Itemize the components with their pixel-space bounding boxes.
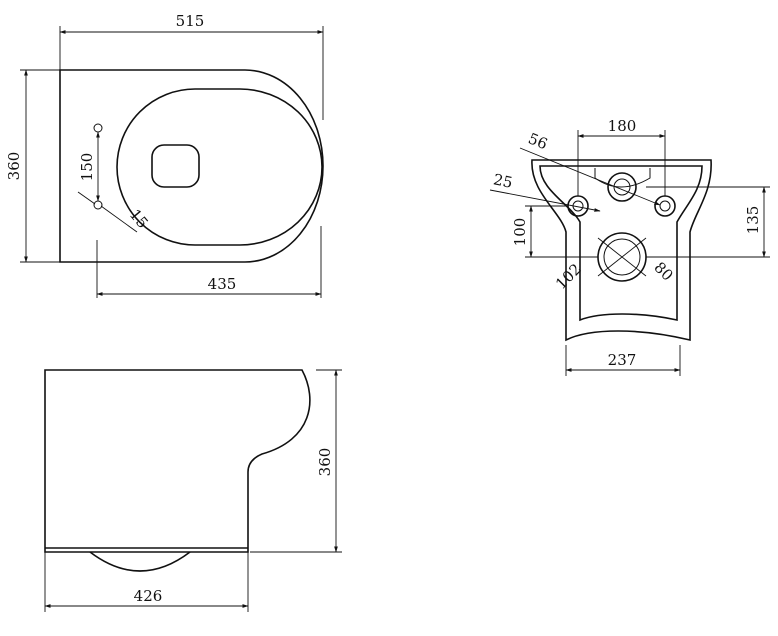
rear-view-recess <box>594 168 651 188</box>
side-view-base-curve <box>89 551 191 572</box>
dim-fixing-hole-leader-b <box>100 205 138 233</box>
outlet-cross-b <box>597 237 647 277</box>
dim-overall-width: 515 <box>176 12 205 30</box>
fixing-hole-lower <box>93 200 103 210</box>
fixing-hole-upper <box>93 123 103 133</box>
dim-inlet-height: 100 <box>511 218 529 247</box>
top-view-bowl-rim <box>116 88 323 246</box>
dim-outlet-outer: 80 <box>650 258 676 284</box>
dim-side-height: 360 <box>316 448 334 477</box>
dim-fixing-hole-leader-a <box>77 191 96 205</box>
dim-side-depth: 426 <box>134 587 163 605</box>
top-view: 515 360 150 15 435 <box>5 12 324 298</box>
rear-view-outline <box>531 159 712 342</box>
dim-fixing-spacing: 150 <box>78 153 96 182</box>
dim-waste-diameter: 56 <box>526 129 550 153</box>
dim-wall-to-front: 435 <box>208 275 237 293</box>
inlet-hole-left <box>567 195 589 217</box>
dim-waste-leader <box>519 147 661 206</box>
dim-inlet-leader <box>489 189 601 212</box>
dim-fixing-height: 135 <box>744 206 762 235</box>
rear-view: 180 56 25 100 135 102 80 237 <box>489 117 770 376</box>
dim-fixing-centres: 180 <box>608 117 637 135</box>
inlet-hole-right-inner <box>659 200 671 212</box>
outlet-inner <box>603 238 641 276</box>
side-view: 360 426 <box>44 369 342 612</box>
dim-rear-width: 237 <box>608 351 637 369</box>
top-view-flush-hole <box>151 144 200 188</box>
dim-overall-depth: 360 <box>5 152 23 181</box>
top-view-outline <box>59 69 324 263</box>
waste-hole-outer <box>607 172 637 202</box>
inlet-hole-right <box>654 195 676 217</box>
side-view-outline <box>44 369 311 553</box>
rear-view-inner-outline <box>539 165 703 322</box>
waste-hole-inner <box>613 178 631 196</box>
dim-inlet-diameter: 25 <box>492 170 514 192</box>
